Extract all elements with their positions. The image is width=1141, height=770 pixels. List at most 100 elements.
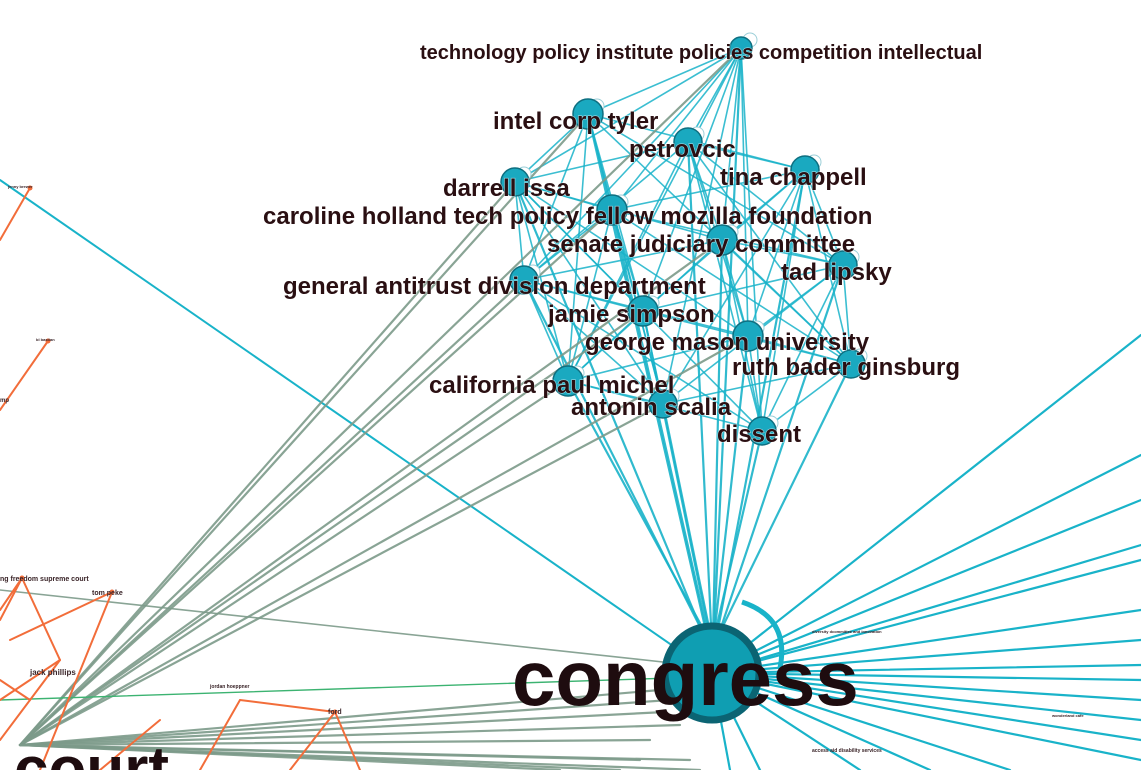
label-california-paul-michel[interactable]: california paul michel	[428, 371, 675, 399]
cluster-edge	[747, 169, 806, 337]
cluster-hub-edge	[718, 263, 845, 635]
label-layer: technology policy institute policies com…	[0, 41, 1084, 770]
small-orange-node[interactable]	[19, 575, 25, 581]
hub-edge-right	[710, 333, 1141, 675]
cluster-edge	[587, 113, 844, 266]
node-intel[interactable]	[572, 98, 604, 130]
orange-edge	[334, 711, 361, 770]
node-antitrust[interactable]	[509, 265, 539, 295]
node-michel[interactable]	[552, 365, 584, 397]
label-ruth-bader-ginsburg[interactable]: ruth bader ginsburg	[731, 353, 960, 381]
cluster-edge	[611, 169, 806, 211]
orange-edge	[21, 577, 61, 661]
cluster-edge	[721, 239, 844, 266]
label-senate-judiciary-committee[interactable]: senate judiciary committee	[546, 230, 855, 258]
node-layer	[19, 32, 868, 715]
orange-edge	[9, 591, 113, 641]
cluster-edge	[523, 113, 589, 281]
cluster-edge	[747, 335, 763, 432]
node-issa[interactable]	[500, 167, 530, 197]
hub-edge-right	[710, 671, 1141, 682]
label-tad-lipsky[interactable]: tad lipsky	[780, 258, 893, 286]
label-petrovcic[interactable]: petrovcic	[628, 135, 736, 163]
orange-edge	[239, 699, 336, 713]
label-dissent[interactable]: dissent	[716, 420, 801, 448]
cluster-hub-edge	[712, 46, 743, 635]
label-darrell-issa[interactable]: darrell issa	[442, 174, 571, 202]
small-orange-node[interactable]	[45, 338, 51, 344]
label-access-aid[interactable]: access aid disability services	[812, 748, 882, 754]
label-mp[interactable]: mp	[0, 398, 9, 404]
hub-edge-right	[710, 671, 1141, 762]
label-jenny-brewer[interactable]: jenny brewer	[7, 184, 33, 189]
node-lipsky[interactable]	[828, 250, 858, 280]
label-technology-policy-institute[interactable]: technology policy institute policies com…	[419, 41, 982, 64]
cluster-edge	[721, 239, 749, 337]
court-cluster-edge	[18, 208, 614, 747]
court-cluster-edge	[18, 402, 665, 747]
orange-edge	[0, 187, 31, 241]
label-george-mason-university[interactable]: george mason university	[584, 328, 870, 356]
node-gmu[interactable]	[732, 320, 764, 352]
orange-edge	[99, 719, 161, 770]
cluster-edge	[740, 47, 763, 432]
label-court[interactable]: court	[14, 735, 169, 770]
node-petrovcic[interactable]	[673, 127, 703, 157]
label-diversity-committee[interactable]: diversity dcommittee and innovation	[812, 629, 882, 634]
label-jack-phillips[interactable]: jack phillips	[29, 668, 76, 677]
label-tina-chappell[interactable]: tina chappell	[719, 163, 867, 191]
cluster-edge	[587, 47, 742, 115]
cluster-hub-edge	[610, 208, 709, 635]
long-cyan-edge	[0, 179, 713, 674]
label-caroline-holland[interactable]: caroline holland tech policy fellow mozi…	[262, 202, 873, 230]
node-ginsburg[interactable]	[836, 349, 866, 379]
node-holland[interactable]	[596, 194, 628, 226]
hub-edge-right	[710, 671, 1012, 770]
congress-node[interactable]	[661, 622, 763, 724]
court-hub-edge	[18, 698, 672, 747]
court-hub-edge	[18, 688, 662, 747]
label-congress[interactable]: congress	[512, 634, 859, 722]
cluster-hub-edge	[513, 180, 704, 635]
orange-edge	[0, 659, 61, 701]
congress-node-arc	[741, 599, 785, 669]
label-wonderland[interactable]: wonderland cafe	[1051, 713, 1084, 718]
label-freedom-supreme-court[interactable]: ng freedom supreme court	[0, 576, 89, 583]
label-tom-peke[interactable]: tom peke	[92, 590, 123, 597]
cluster-edge	[721, 47, 742, 241]
cluster-edge	[514, 47, 742, 183]
label-jamie-simpson[interactable]: jamie simpson	[546, 300, 715, 328]
cluster-edge	[523, 47, 742, 281]
hub-edge-right	[710, 453, 1141, 675]
small-orange-node[interactable]	[27, 185, 33, 191]
node-senate[interactable]	[706, 224, 738, 256]
cluster-edge	[567, 113, 589, 382]
node-chappell[interactable]	[790, 155, 820, 185]
court-hub-edge	[18, 723, 682, 747]
court-cluster-edge	[18, 278, 526, 747]
label-antonin-scalia[interactable]: antonin scalia	[570, 393, 732, 421]
hub-edge-right	[710, 671, 1141, 742]
court-cluster-edge	[18, 180, 517, 747]
court-cluster-edge	[18, 46, 743, 747]
small-orange-node[interactable]	[109, 589, 115, 595]
court-cluster-edge	[18, 379, 570, 747]
orange-edge	[39, 591, 113, 770]
cluster-hub-edge	[713, 429, 764, 635]
court-cluster-edge	[18, 334, 750, 747]
cluster-edge	[567, 335, 749, 382]
label-general-antitrust-division[interactable]: general antitrust division department	[282, 272, 706, 300]
small-orange-node[interactable]	[332, 709, 338, 715]
edge-layer	[0, 46, 1141, 770]
node-scalia[interactable]	[648, 389, 678, 419]
label-jordan-hoeppner[interactable]: jordan hoeppner	[209, 684, 250, 690]
label-intel-corp-tyler[interactable]: intel corp tyler	[492, 107, 659, 135]
cluster-edge	[761, 264, 844, 432]
label-ford[interactable]: ford	[328, 709, 342, 716]
label-bastian[interactable]: bl bastian	[36, 337, 55, 342]
node-tpi[interactable]	[729, 36, 753, 60]
node-simpson[interactable]	[627, 295, 659, 327]
cluster-edge	[740, 47, 749, 337]
cluster-edge	[804, 169, 852, 365]
node-dissent[interactable]	[747, 416, 777, 446]
